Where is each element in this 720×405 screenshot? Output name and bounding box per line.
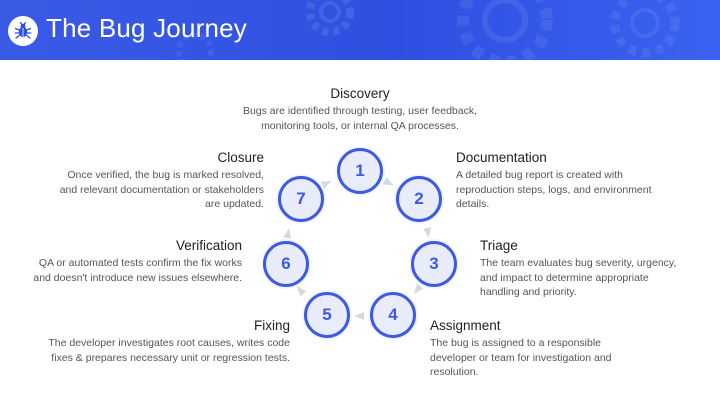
step-node-6: 6 [263, 241, 309, 287]
background-gear-icon [457, 0, 553, 60]
step-label-verification: Verification QA or automated tests confi… [30, 238, 242, 285]
step-title: Closure [217, 150, 264, 165]
step-title: Assignment [430, 318, 501, 333]
step-description: The team evaluates bug severity, urgency… [480, 257, 677, 298]
step-node-1: 1 [337, 148, 383, 194]
step-label-triage: Triage The team evaluates bug severity, … [480, 238, 690, 300]
step-label-discovery: Discovery Bugs are identified through te… [200, 86, 520, 133]
step-label-closure: Closure Once verified, the bug is marked… [52, 150, 264, 212]
step-label-assignment: Assignment The bug is assigned to a resp… [430, 318, 645, 380]
step-node-7: 7 [278, 176, 324, 222]
step-title: Discovery [330, 86, 390, 101]
step-description: Bugs are identified through testing, use… [242, 105, 478, 132]
step-label-fixing: Fixing The developer investigates root c… [38, 318, 290, 365]
step-title: Documentation [456, 150, 547, 165]
step-description: A detailed bug report is created with re… [456, 169, 652, 210]
step-node-3: 3 [411, 241, 457, 287]
step-node-4: 4 [370, 292, 416, 338]
step-description: Once verified, the bug is marked resolve… [59, 169, 264, 210]
arrow-icon [354, 312, 364, 320]
background-gear-icon [176, 32, 214, 60]
background-gear-icon [610, 0, 680, 58]
step-description: The developer investigates root causes, … [48, 337, 290, 364]
background-gear-icon [306, 0, 354, 36]
arrow-icon [296, 286, 307, 297]
step-description: The bug is assigned to a responsible dev… [430, 337, 612, 378]
arrow-icon [382, 177, 394, 186]
page-title: The Bug Journey [46, 13, 248, 43]
arrow-icon [423, 227, 432, 238]
step-title: Triage [480, 238, 518, 253]
step-node-2: 2 [396, 176, 442, 222]
arrow-icon [283, 228, 292, 239]
arrow-icon [320, 180, 332, 189]
arrow-icon [413, 283, 424, 294]
header-bar: The Bug Journey [0, 0, 720, 60]
step-title: Fixing [253, 318, 290, 333]
step-label-documentation: Documentation A detailed bug report is c… [456, 150, 681, 212]
step-description: QA or automated tests confirm the fix wo… [33, 257, 242, 284]
step-node-5: 5 [304, 292, 350, 338]
step-title: Verification [175, 238, 242, 253]
bug-icon [8, 16, 38, 46]
